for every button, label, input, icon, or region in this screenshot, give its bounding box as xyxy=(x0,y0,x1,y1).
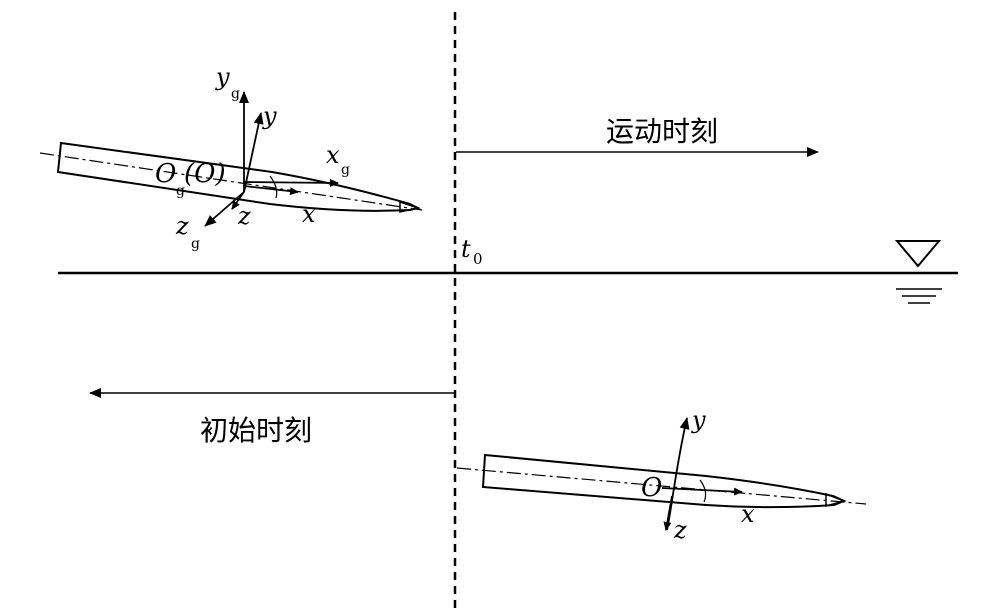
lower-coordinate-axes xyxy=(661,417,743,531)
lower-pitch-angle-arc xyxy=(699,479,707,503)
y-axis-arrow xyxy=(243,112,264,193)
zg-axis-arrow xyxy=(204,191,245,227)
upper-pitch-angle-arc xyxy=(269,175,278,199)
yg-label: y xyxy=(215,63,230,91)
z-axis-arrow xyxy=(231,191,245,210)
lower-body-axis xyxy=(456,467,867,505)
initial-time-label: 初始时刻 xyxy=(200,414,312,447)
lower-z-label: z xyxy=(673,516,687,544)
lower-y-label: y xyxy=(691,406,706,434)
lower-origin-label: O xyxy=(641,473,662,503)
lower-x-label: x xyxy=(741,500,755,528)
lower-body-outline xyxy=(481,453,847,509)
t0-subscript: 0 xyxy=(473,250,483,268)
lower-z-axis-arrow xyxy=(663,495,673,531)
lower-nose-tip xyxy=(825,492,847,507)
zg-label: z xyxy=(175,212,189,240)
xg-subscript: g xyxy=(341,162,350,178)
water-level-symbol xyxy=(894,240,942,304)
origin-label: O xyxy=(155,159,176,189)
y-label: y xyxy=(262,102,277,130)
moving-time-label: 运动时刻 xyxy=(606,115,718,148)
xg-label: x xyxy=(326,141,340,169)
origin-subscript: g xyxy=(176,183,185,199)
lower-x-axis-arrow xyxy=(661,487,743,496)
upper-coordinate-axes xyxy=(204,91,339,227)
x-label: x xyxy=(302,200,316,228)
upper-nose-tip xyxy=(399,200,421,213)
z-label: z xyxy=(237,202,251,230)
upper-body-axis xyxy=(39,152,423,211)
x-axis-arrow xyxy=(243,185,299,196)
xg-axis-arrow xyxy=(243,178,339,187)
lower-projectile xyxy=(456,453,867,509)
origin-body-label: (O) xyxy=(184,159,226,189)
zg-subscript: g xyxy=(191,236,200,252)
upper-projectile xyxy=(39,141,423,213)
yg-subscript: g xyxy=(231,86,240,102)
t0-label: t xyxy=(461,235,471,263)
